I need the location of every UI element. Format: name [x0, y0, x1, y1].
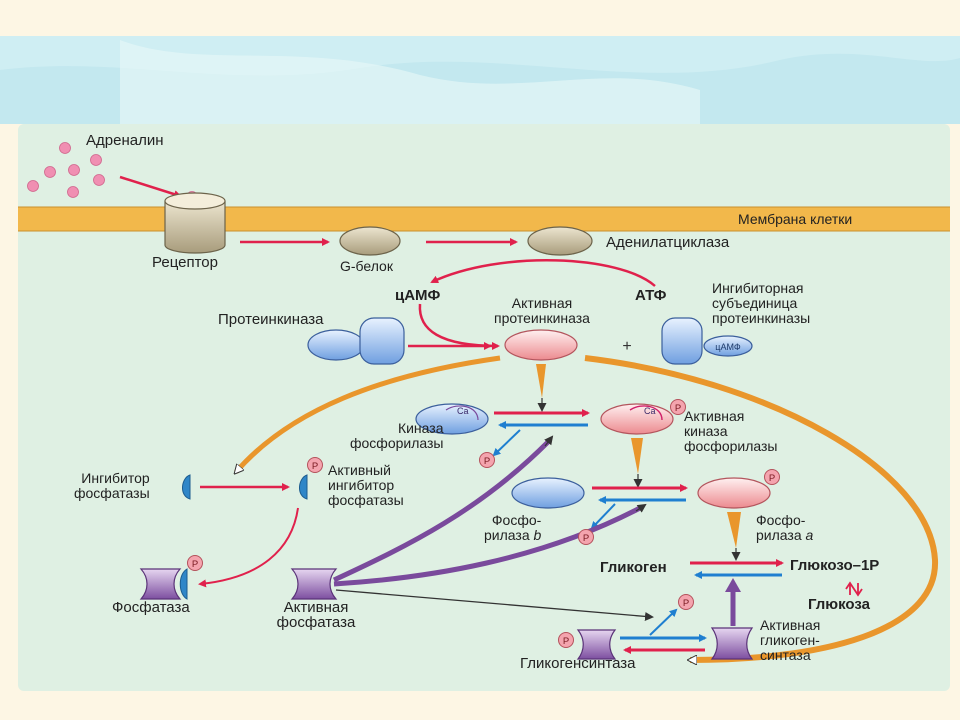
bottom-band [0, 694, 960, 720]
phosphorylase-b [511, 477, 585, 509]
protein-kinase-complex [307, 317, 405, 365]
feedback-arc-right [584, 355, 939, 660]
phosphatase-arc-to-gs [335, 589, 654, 621]
adenylate-cyclase [527, 226, 593, 256]
p-label: P [769, 473, 775, 484]
phosphate-badges [187, 399, 780, 648]
activation-funnel-1 [536, 364, 546, 398]
receptor-label: Рецептор [152, 254, 218, 271]
glucose-exchange-arrows [845, 581, 863, 597]
g-protein-label: G-белок [340, 258, 393, 274]
glycogen-synthase-label: Гликогенсинтаза [520, 655, 636, 672]
p-label: P [583, 533, 589, 544]
arrow-atp-to-camp [430, 259, 656, 287]
ca-label: Ca [644, 406, 656, 416]
active-phosphorylase-kinase-label: Активная киназа фосфорилазы [684, 408, 778, 454]
phosphorylase-b-letter: b [533, 527, 542, 543]
p-label: P [192, 559, 198, 570]
active-glycogen-synthase-label: Активная гликоген- синтаза [760, 617, 821, 663]
phosphorylase-a-line1: Фосфо- [756, 512, 806, 528]
camp-tag-label: цАМФ [715, 342, 741, 352]
atp-label: АТФ [635, 287, 667, 304]
inhibitory-subunit-label: Ингибиторная субъединица протеинкиназы [712, 280, 811, 326]
phosphatase-label: Фосфатаза [112, 599, 190, 616]
p-label: P [683, 598, 689, 609]
adrenaline-label: Адреналин [86, 132, 164, 149]
membrane-label: Мембрана клетки [738, 211, 853, 227]
arrow-phos-release-p [590, 503, 616, 530]
glycogen-synthase [576, 629, 617, 660]
glycogen-label: Гликоген [600, 559, 667, 576]
p-label: P [675, 403, 681, 414]
activation-funnel-3 [727, 512, 741, 548]
active-glycogen-synthase [710, 627, 754, 660]
phosphatase-inhibitor-label: Ингибитор фосфатазы [74, 470, 150, 501]
phosphorylase-kinase [415, 403, 489, 435]
feedback-arc-left [236, 355, 501, 472]
content-panel [18, 124, 950, 691]
receptor [164, 192, 226, 254]
active-protein-kinase [504, 329, 578, 361]
phosphatase-arc-to-phos [333, 505, 642, 587]
active-phosphatase-inhibitor [299, 474, 308, 500]
adrenaline-binding-arrow [119, 175, 182, 199]
active-phosphatase [290, 568, 338, 600]
arrow-phk-release-p [492, 429, 521, 457]
phosphorylase-a-letter: a [805, 527, 814, 543]
active-inhibitor-label: Активный ингибитор фосфатазы [328, 462, 404, 508]
glucose-1p-label: Глюкозо–1Р [790, 557, 880, 574]
p-label: P [563, 636, 569, 647]
plus-sign: + [622, 338, 631, 355]
camp-label: цАМФ [395, 287, 441, 304]
phosphorylase-kinase-label: Киназа фосфорилазы [350, 420, 444, 451]
top-band [0, 0, 960, 36]
phosphorylase-b-label: Фосфо- рилаза b [484, 513, 541, 543]
arrow-gs-release-p [649, 608, 678, 636]
phosphorylase-a-label: Фосфо- рилаза a [756, 513, 813, 543]
phosphorylase-b-line2: рилаза [484, 527, 534, 543]
active-phosphorylase-kinase [600, 403, 674, 435]
active-protein-kinase-label: Активная протеинкиназа [494, 295, 590, 326]
phosphatase-inhibitor [182, 474, 191, 500]
protein-kinase-label: Протеинкиназа [218, 311, 324, 328]
activation-funnel-2 [631, 438, 643, 474]
phosphorylase-b-line1: Фосфо- [491, 512, 542, 528]
active-phosphatase-label: Активная фосфатаза [276, 599, 356, 631]
phosphatase-arc-to-phk [332, 440, 550, 583]
inhibitory-subunit [661, 317, 753, 365]
glucose-label: Глюкоза [808, 596, 870, 613]
p-label: P [484, 456, 490, 467]
adenylate-cyclase-label: Аденилатциклаза [606, 234, 730, 251]
g-protein [339, 226, 401, 256]
sky-band [0, 36, 960, 125]
p-label: P [312, 461, 318, 472]
phosphate-labels: P P P P P P P P [192, 403, 775, 647]
arrow-inhibitor-to-phosphatase [198, 507, 299, 588]
phosphorylase-a-line2: рилаза [756, 527, 806, 543]
phosphorylase-a [697, 477, 771, 509]
ca-label: Ca [457, 406, 469, 416]
phosphatase [139, 568, 188, 600]
